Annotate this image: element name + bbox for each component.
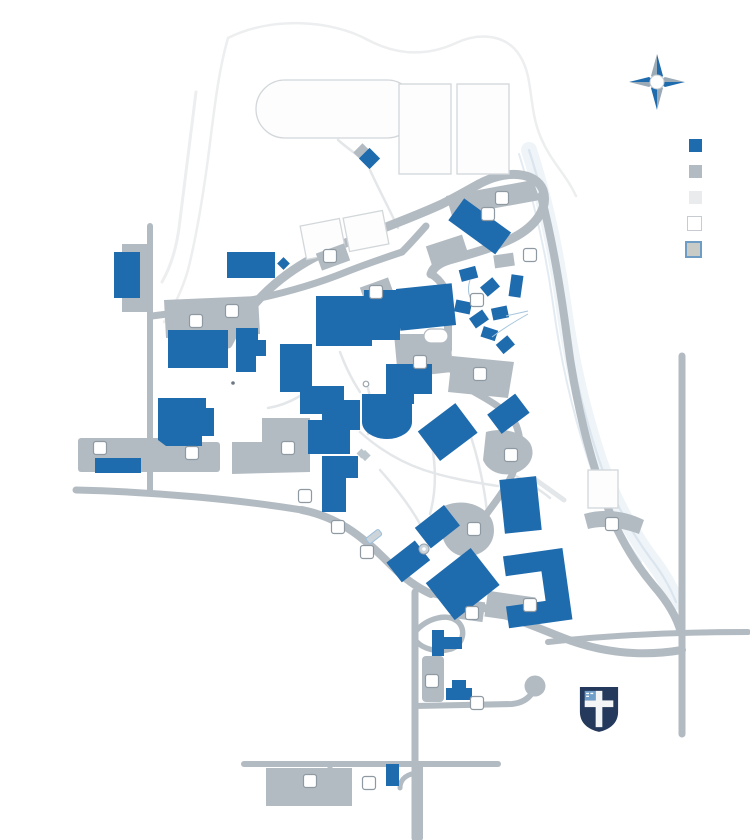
building-18 bbox=[395, 283, 457, 331]
building-33 bbox=[446, 680, 472, 700]
parking-icon bbox=[184, 445, 200, 461]
legend-row-sports-fields bbox=[522, 210, 702, 236]
legend-swatch-key-landmarks bbox=[685, 240, 702, 258]
dogwood-trail-path bbox=[160, 90, 198, 284]
alumni-field bbox=[255, 79, 417, 139]
building-21-sheridan-townhouses bbox=[453, 265, 524, 355]
landmark-icons bbox=[231, 380, 430, 555]
building-26 bbox=[414, 505, 460, 549]
parking-icon bbox=[469, 695, 485, 711]
building-30 bbox=[386, 764, 399, 786]
rugby-pitch bbox=[456, 83, 510, 175]
building-1 bbox=[95, 458, 141, 473]
building-16 bbox=[362, 394, 412, 439]
parking-icons bbox=[92, 190, 620, 791]
legend-swatch-walkways bbox=[689, 190, 702, 204]
building-29 bbox=[502, 548, 573, 629]
parking-icon bbox=[472, 366, 488, 382]
parking-icon bbox=[322, 248, 338, 264]
building-5 bbox=[227, 252, 290, 278]
legend bbox=[522, 132, 702, 262]
building-3 bbox=[158, 398, 214, 446]
building-24 bbox=[487, 393, 530, 434]
parking-icon bbox=[464, 605, 480, 621]
footer bbox=[468, 684, 730, 751]
parking-icon bbox=[604, 516, 620, 532]
parking-icon bbox=[522, 597, 538, 613]
building-2 bbox=[114, 252, 140, 298]
parking-icon bbox=[359, 544, 375, 560]
building-20 bbox=[448, 198, 512, 255]
building-6 bbox=[236, 328, 266, 372]
building-27 bbox=[425, 548, 500, 621]
parking-icon bbox=[302, 773, 318, 789]
building-4 bbox=[168, 330, 228, 368]
campus-boundary-path bbox=[162, 21, 578, 324]
angel-of-vision-icon bbox=[362, 380, 370, 388]
parking-icon bbox=[412, 354, 428, 370]
diamond-marker bbox=[277, 257, 290, 270]
building-12 bbox=[322, 456, 358, 512]
parking-icon bbox=[368, 284, 384, 300]
building-19-marker bbox=[423, 328, 449, 344]
parking-icon bbox=[480, 206, 496, 222]
parking-icon bbox=[188, 313, 204, 329]
legend-swatch-buildings bbox=[689, 138, 702, 152]
parking-icon bbox=[297, 488, 313, 504]
building-10 bbox=[308, 420, 350, 454]
parking-icon bbox=[224, 303, 240, 319]
practice-field bbox=[398, 83, 452, 175]
parking-icon bbox=[361, 775, 377, 791]
building-7 bbox=[280, 344, 312, 392]
parking-icon bbox=[494, 190, 510, 206]
building-8-9 bbox=[300, 386, 360, 430]
compass-star bbox=[629, 54, 685, 110]
legend-row-walkways bbox=[522, 184, 702, 210]
wind-turbine-icon bbox=[231, 381, 235, 385]
parking-icon bbox=[503, 447, 519, 463]
building-28-32 bbox=[499, 476, 542, 534]
jbu-shield-logo bbox=[579, 687, 619, 732]
building-15-champions-pavilion bbox=[353, 143, 381, 170]
parking-icon bbox=[466, 521, 482, 537]
road-31-loop bbox=[412, 614, 466, 654]
holly-cul-de-sac bbox=[524, 675, 546, 697]
legend-row-roads bbox=[522, 158, 702, 184]
road-w-university-east bbox=[545, 629, 750, 645]
buildings bbox=[95, 143, 573, 786]
flag-poles-icon bbox=[365, 529, 383, 544]
building-17 bbox=[386, 364, 432, 404]
building-31 bbox=[432, 630, 462, 656]
legend-row-buildings bbox=[522, 132, 702, 158]
tennis-court-2 bbox=[342, 209, 390, 253]
compass-rose bbox=[629, 54, 685, 110]
building-13-14 bbox=[316, 290, 400, 346]
sports-fields bbox=[255, 79, 619, 509]
legend-swatch-sports-fields bbox=[687, 215, 702, 231]
parking-icon bbox=[280, 440, 296, 456]
legend-row-key-landmarks bbox=[522, 236, 702, 262]
building-22-northslope bbox=[491, 310, 529, 338]
building-23 bbox=[417, 403, 478, 462]
parking-icon bbox=[522, 247, 538, 263]
parking-icon bbox=[330, 519, 346, 535]
road-valley-loop bbox=[426, 169, 549, 279]
parking-icon bbox=[424, 673, 440, 689]
parking-icon bbox=[469, 292, 485, 308]
clock-tower-icon bbox=[359, 449, 371, 462]
hundred-steps-path bbox=[533, 477, 567, 503]
legend-swatch-roads bbox=[689, 164, 702, 178]
parking-icon bbox=[92, 440, 108, 456]
futsal-court bbox=[587, 469, 619, 509]
